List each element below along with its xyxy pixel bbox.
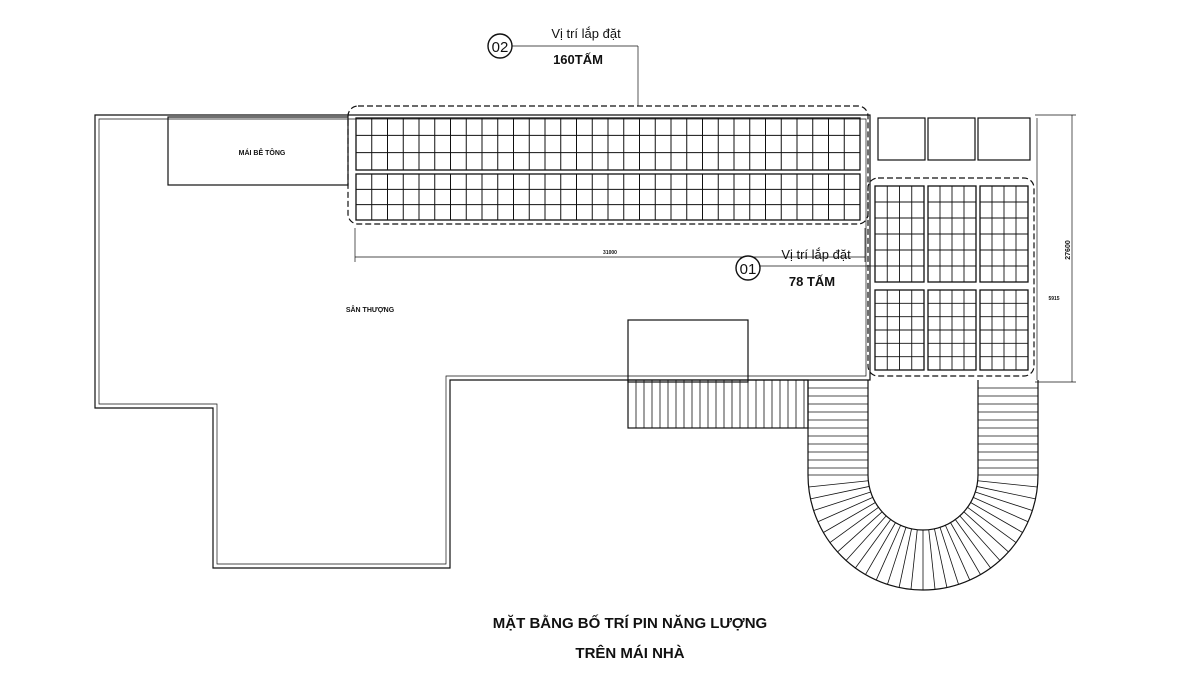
stair-step [967,507,1017,543]
roof-box-1 [877,117,926,161]
building-outline-inner [98,118,867,565]
stair-step [887,527,907,585]
stair-step [875,525,901,581]
stair-step [970,502,1023,533]
stair-step [810,486,870,500]
callout-01: 01 Vị trí lắp đặt 78 TẤM [735,247,876,289]
straight-stair [627,379,809,429]
callout-01-count: 78 TẤM [789,274,835,289]
stair-step [928,529,936,590]
stair-step [959,515,1001,561]
stair-step [945,525,971,581]
callout-02-id: 02 [492,39,509,56]
stair-step [975,491,1033,511]
stair-step [813,491,871,511]
stair-step [808,480,869,488]
stair-step [837,511,883,553]
stair-step [963,511,1009,553]
panel-array-01-boundary [867,177,1035,377]
caption-line-2: TRÊN MÁI NHÀ [575,644,684,662]
stair-step [823,502,876,533]
stair-step [976,486,1036,500]
panel-array-02 [355,117,861,221]
stair-step [950,522,981,575]
stair-step [939,527,959,585]
callout-01-tag [735,255,761,281]
callout-02-title: Vị trí lắp đặt [551,26,621,41]
stair-step [865,522,896,575]
callout-01-id: 01 [740,261,757,278]
stair-step [955,519,991,569]
stair-step [910,529,918,590]
stair-head-box [627,319,749,383]
curved-stair-steps [808,387,1038,590]
callout-02-count: 160TẤM [553,52,603,67]
stair-step [898,528,912,588]
stair-step [934,528,948,588]
stair-step [829,507,879,543]
stair-step [817,497,873,523]
roof-box-2 [927,117,976,161]
callout-02-tag [487,33,513,59]
dimension-vertical-small-label: 5915 [1048,296,1059,302]
straight-stair-steps [635,380,805,428]
dimension-horizontal-label: 31000 [603,250,617,256]
stair-step [845,515,887,561]
stair-step [977,480,1038,488]
stair-step [855,519,891,569]
building-outline [94,114,871,569]
panel-array-01 [874,185,1029,371]
terrace-label: SÂN THƯỢNG [346,305,395,314]
callout-02: 02 Vị trí lắp đặt 160TẤM [487,26,639,106]
dimension-vertical-label: 27600 [1065,240,1072,260]
stair-step [973,497,1029,523]
curved-stair-inner [867,380,979,531]
roof-box-3 [977,117,1031,161]
callout-01-title: Vị trí lắp đặt [781,247,851,262]
panel-array-02-boundary [347,105,869,225]
concrete-roof-label: MÁI BÊ TÔNG [239,148,286,157]
caption-line-1: MẶT BẰNG BỐ TRÍ PIN NĂNG LƯỢNG [493,614,767,632]
